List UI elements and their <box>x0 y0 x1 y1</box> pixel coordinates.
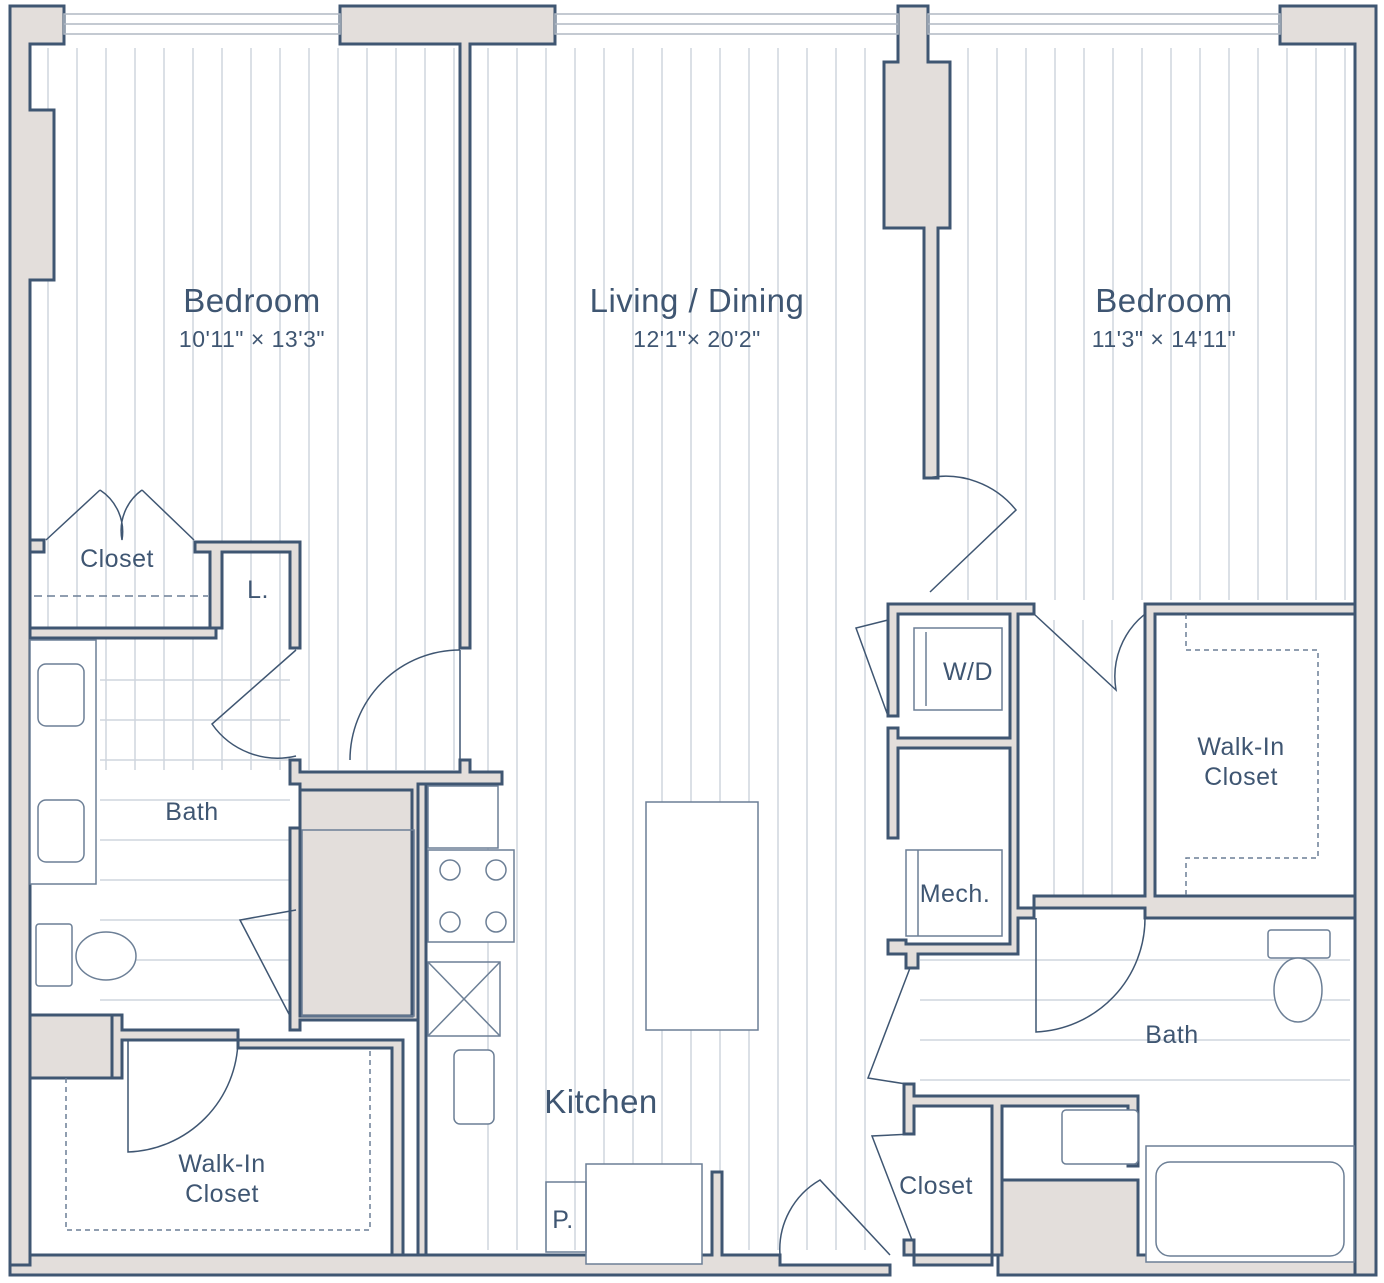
exterior-walls <box>8 4 1378 1277</box>
walkin-right-shelf <box>1185 614 1319 896</box>
burner-2 <box>485 859 507 881</box>
door-closet-right <box>870 1133 913 1241</box>
burner-3 <box>439 911 461 933</box>
windows <box>63 13 1281 35</box>
floor-planks <box>47 48 1350 1250</box>
fridge <box>427 785 499 849</box>
bathtub-inner <box>1155 1161 1345 1257</box>
kitchen-sink <box>453 1049 495 1125</box>
wall-closet-right-bottom <box>902 1238 994 1267</box>
room-walkin-right-line2: Closet <box>1204 763 1278 791</box>
room-bath-right-name: Bath <box>1145 1021 1199 1049</box>
wall-closet-bottom <box>28 594 218 640</box>
room-kitchen-name: Kitchen <box>544 1083 658 1120</box>
interior-walls <box>28 538 1357 1267</box>
wall-kitchen-left <box>416 782 428 1257</box>
shower-left <box>301 829 415 1017</box>
room-living-dining-dims: 12'1"× 20'2" <box>633 326 761 352</box>
door-walkin-right <box>1033 613 1146 693</box>
toilet-tank-right <box>1267 929 1331 959</box>
room-mechanical-name: Mech. <box>919 880 991 908</box>
door-mech <box>866 967 911 1085</box>
walkin-left-shelf <box>65 1048 371 1231</box>
wall-closet-left <box>28 538 46 554</box>
door-bedroom-right <box>927 475 1018 593</box>
pantry-box <box>545 1181 587 1253</box>
room-closet-left-name: Closet <box>80 545 154 573</box>
wd-details <box>917 632 927 936</box>
door-walkin-left <box>127 1039 239 1153</box>
room-closet-right-name: Closet <box>899 1172 973 1200</box>
wall-walkin-right <box>1032 602 1357 920</box>
door-entry <box>779 1179 891 1256</box>
wall-bottom-right <box>996 1178 1357 1277</box>
wall-walkin-left-top <box>110 1013 405 1257</box>
toilet-tank-left <box>35 923 73 987</box>
sink-left-2 <box>37 799 85 863</box>
room-walkin-left-line1: Walk-In <box>178 1150 266 1178</box>
dishwasher <box>427 961 501 1037</box>
door-shower <box>238 909 297 1017</box>
wall-top-mid-left <box>338 4 557 650</box>
burner-1 <box>439 859 461 881</box>
toilet-bowl-right <box>1273 957 1323 1023</box>
island <box>645 801 759 1031</box>
wall-top-mid-right <box>882 4 952 480</box>
washer-dryer-unit <box>913 627 1003 711</box>
wall-linen <box>193 540 302 650</box>
room-bedroom-right-name: Bedroom <box>1095 282 1233 319</box>
doors <box>45 475 1146 1256</box>
room-bedroom-right-dims: 11'3" × 14'11" <box>1091 326 1237 352</box>
room-linen-name: L. <box>247 576 269 604</box>
range-unit <box>585 1163 703 1265</box>
burner-4 <box>485 911 507 933</box>
toilet-bowl-left <box>75 931 137 981</box>
room-bedroom-left-name: Bedroom <box>183 282 321 319</box>
door-bath-right <box>1035 917 1146 1033</box>
room-walkin-left-line2: Closet <box>185 1180 259 1208</box>
room-washer-dryer-name: W/D <box>942 658 994 686</box>
mech-unit <box>905 849 1003 937</box>
vanity-right <box>1061 1109 1139 1165</box>
fixtures <box>29 595 1355 1265</box>
door-bath-left <box>211 649 297 759</box>
door-wd <box>855 619 889 717</box>
room-pantry-name: P. <box>552 1206 574 1234</box>
sink-left-1 <box>37 663 85 727</box>
wall-bottom <box>8 1170 892 1277</box>
room-living-dining-name: Living / Dining <box>589 282 805 319</box>
room-walkin-right-line1: Walk-In <box>1197 733 1285 761</box>
room-bedroom-left-dims: 10'11" × 13'3" <box>178 326 326 352</box>
wall-top-right <box>1278 4 1378 1277</box>
wall-closet-right <box>902 1082 1140 1257</box>
wall-left-bump <box>28 1013 114 1080</box>
door-closet-left <box>45 489 195 541</box>
room-bath-left-name: Bath <box>165 798 219 826</box>
door-bedroom-left <box>349 649 461 761</box>
